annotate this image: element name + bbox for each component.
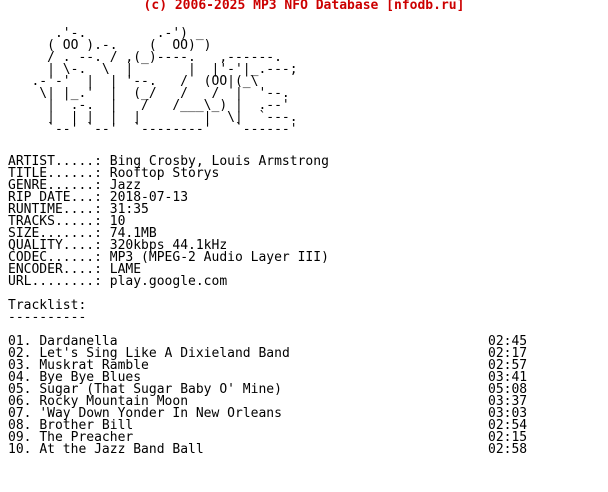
track-title: Dardanella (39, 334, 118, 349)
info-row: ENCODER....: LAME (8, 262, 329, 277)
site-header: (c) 2006-2025 MP3 NFO Database [nfodb.ru… (143, 0, 465, 13)
track-number: 05. (8, 382, 40, 397)
track-number: 01. (8, 334, 40, 349)
info-row: GENRE......: Jazz (8, 178, 329, 193)
info-key: TITLE......: (8, 166, 110, 181)
track-title: Rocky Mountain Moon (39, 394, 189, 409)
info-row: CODEC......: MP3 (MPEG-2 Audio Layer III… (8, 250, 329, 265)
track-row: 06. Rocky Mountain Moon 03:37 (8, 394, 527, 409)
track-number: 04. (8, 370, 40, 385)
track-title: Muskrat Ramble (39, 358, 149, 373)
info-row: TITLE......: Rooftop Storys (8, 166, 329, 181)
info-row: QUALITY....: 320kbps 44.1kHz (8, 238, 329, 253)
info-key: GENRE......: (8, 178, 110, 193)
info-row: URL........: play.google.com (8, 274, 329, 289)
info-key: ENCODER....: (8, 262, 110, 277)
track-duration: 03:41 (488, 370, 528, 385)
track-row: 04. Bye Bye Blues 03:41 (8, 370, 527, 385)
info-key: ARTIST.....: (8, 154, 110, 169)
info-value: play.google.com (109, 274, 228, 289)
track-duration: 02:58 (488, 442, 528, 457)
info-value: 2018-07-13 (109, 190, 189, 205)
track-title: Sugar (That Sugar Baby O' Mine) (39, 382, 282, 397)
track-duration: 03:03 (488, 406, 528, 421)
track-duration: 02:45 (488, 334, 528, 349)
info-row: SIZE.......: 74.1MB (8, 226, 329, 241)
track-number: 06. (8, 394, 40, 409)
info-key: URL........: (8, 274, 110, 289)
info-row: TRACKS.....: 10 (8, 214, 329, 229)
track-row: 02. Let's Sing Like A Dixieland Band 02:1… (8, 346, 527, 361)
track-title: Brother Bill (39, 418, 134, 433)
track-title: Bye Bye Blues (39, 370, 142, 385)
info-value: 74.1MB (109, 226, 157, 241)
track-duration: 02:17 (488, 346, 528, 361)
info-key: RUNTIME....: (8, 202, 110, 217)
track-duration: 05:08 (488, 382, 528, 397)
track-number: 09. (8, 430, 40, 445)
track-number: 07. (8, 406, 40, 421)
track-row: 01. Dardanella 02:45 (8, 334, 527, 349)
tracklist-rule: ---------- (8, 310, 87, 325)
tracklist-title: Tracklist: (8, 298, 87, 313)
info-row: RIP DATE...: 2018-07-13 (8, 190, 329, 205)
track-duration: 02:57 (488, 358, 528, 373)
info-value: 31:35 (109, 202, 149, 217)
info-value: Rooftop Storys (109, 166, 220, 181)
info-value: 320kbps 44.1kHz (109, 238, 228, 253)
track-number: 02. (8, 346, 40, 361)
info-key: SIZE.......: (8, 226, 110, 241)
track-row: 09. The Preacher 02:15 (8, 430, 527, 445)
track-number: 03. (8, 358, 40, 373)
track-title: At the Jazz Band Ball (39, 442, 204, 457)
info-block: ARTIST.....: Bing Crosby, Louis Armstron… (8, 154, 329, 289)
info-key: CODEC......: (8, 250, 110, 265)
track-number: 10. (8, 442, 40, 457)
track-title: Let's Sing Like A Dixieland Band (39, 346, 290, 361)
track-row: 03. Muskrat Ramble 02:57 (8, 358, 527, 373)
track-title: 'Way Down Yonder In New Orleans (39, 406, 282, 421)
info-value: 10 (109, 214, 126, 229)
info-value: Bing Crosby, Louis Armstrong (109, 154, 329, 169)
track-row: 07. 'Way Down Yonder In New Orleans 03:03 (8, 406, 527, 421)
tracklist: Tracklist: ---------- 01. Dardanella 02:4… (8, 298, 527, 457)
info-value: Jazz (109, 178, 142, 193)
info-key: QUALITY....: (8, 238, 110, 253)
track-number: 08. (8, 418, 40, 433)
track-row: 10. At the Jazz Band Ball 02:58 (8, 442, 527, 457)
track-duration: 03:37 (488, 394, 528, 409)
track-duration: 02:15 (488, 430, 528, 445)
track-row: 05. Sugar (That Sugar Baby O' Mine) 05:08 (8, 382, 527, 397)
track-row: 08. Brother Bill 02:54 (8, 418, 527, 433)
info-value: MP3 (MPEG-2 Audio Layer III) (109, 250, 329, 265)
info-row: RUNTIME....: 31:35 (8, 202, 329, 217)
info-key: RIP DATE...: (8, 190, 110, 205)
track-title: The Preacher (39, 430, 134, 445)
info-key: TRACKS.....: (8, 214, 110, 229)
ascii-logo: .'-. .-') _ ( OO ).-. ( OO) ) / . --. / … (31, 26, 298, 137)
info-value: LAME (109, 262, 142, 277)
info-row: ARTIST.....: Bing Crosby, Louis Armstron… (8, 154, 329, 169)
track-duration: 02:54 (488, 418, 528, 433)
